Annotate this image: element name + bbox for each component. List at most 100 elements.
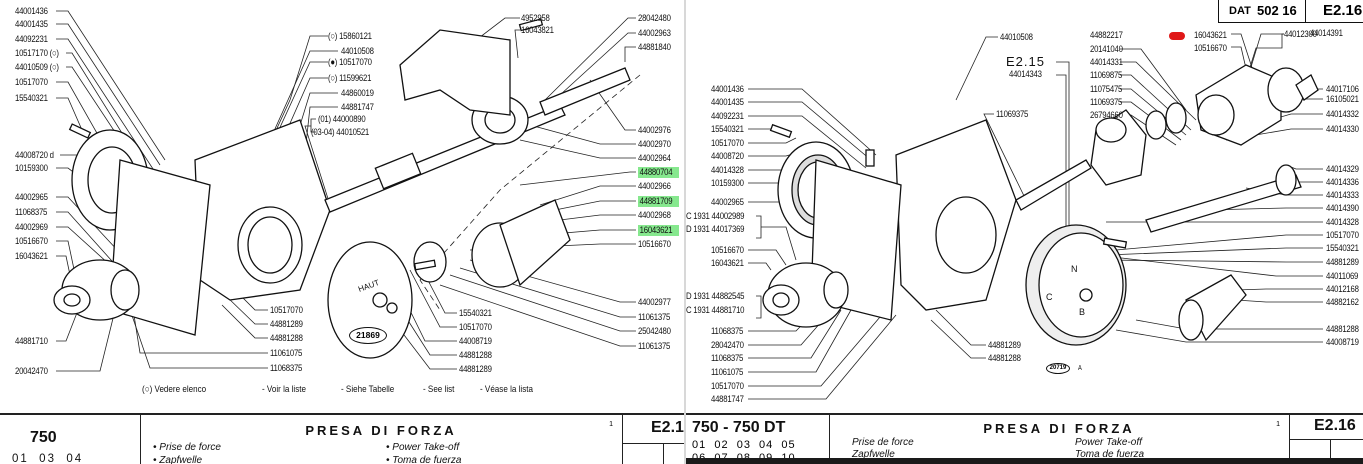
part-number-label: 44001436 (15, 6, 48, 17)
part-number-label: 11069375 (996, 109, 1029, 120)
section-code: E2.1 (651, 419, 684, 436)
subtitle-en: • Power Take-off (386, 442, 460, 453)
cover-letter-c: C (1046, 292, 1053, 302)
part-number-label: 44881289 (988, 340, 1021, 351)
note-de: - Siehe Tabelle (341, 384, 395, 395)
part-number-label: D 1931 44882545 (686, 291, 745, 302)
part-number-label: 11069375 (1090, 97, 1123, 108)
part-number-label: 44014331 (1090, 57, 1123, 68)
part-number-label: 44882162 (1326, 297, 1359, 308)
figure-suffix: A (1078, 365, 1082, 372)
exploded-diagram-left: HAUT (53, 10, 641, 372)
part-number-label: 10517070 (459, 322, 492, 333)
part-number-label: 44881288 (459, 350, 492, 361)
section-title: PRESA DI FORZA (983, 421, 1135, 436)
figure-number: 21869 (349, 327, 387, 344)
figure-number: 20719 (1046, 363, 1070, 374)
part-number-label: 44008719 (1326, 337, 1359, 348)
part-number-label: 10517070 (15, 77, 48, 88)
dat-label: DAT (1229, 5, 1251, 17)
part-number-label: 44002976 (638, 125, 671, 136)
part-number-label: 10516670 (1194, 43, 1227, 54)
part-number-label: 44014329 (1326, 164, 1359, 175)
part-number-label: 10517070 (1326, 230, 1359, 241)
part-number-label: 10517070 (711, 381, 744, 392)
note-es: - Véase la lista (480, 384, 533, 395)
part-number-label: 44002968 (638, 210, 671, 221)
note-en: - See list (423, 384, 455, 395)
part-number-label: 15540321 (15, 93, 48, 104)
part-number-label: 11061375 (638, 312, 671, 323)
part-number-label: 25042480 (638, 326, 671, 337)
part-number-label: 44014328 (711, 165, 744, 176)
part-number-label: 16105021 (1326, 94, 1359, 105)
part-number-label: 11068375 (270, 363, 303, 374)
part-number-label: 20141040 (1090, 44, 1123, 55)
section-title: PRESA DI FORZA (305, 423, 457, 438)
part-number-label: 44017106 (1326, 84, 1359, 95)
subtitle-es: Toma de fuerza (1075, 449, 1145, 460)
part-number-label: 44092231 (711, 111, 744, 122)
note-it: (○) Vedere elenco (142, 384, 207, 395)
part-number-label: 44002970 (638, 139, 671, 150)
part-number-label: 44002966 (638, 181, 671, 192)
part-number-label: 44881288 (988, 353, 1021, 364)
part-number-label: 44008720 d (15, 150, 54, 161)
part-number-label: 44881289 (459, 364, 492, 375)
section-code: E2.16 (1314, 417, 1356, 434)
part-number-label: 15540321 (459, 308, 492, 319)
part-number-label: 44002977 (638, 297, 671, 308)
part-number-label: 44001435 (15, 19, 48, 30)
part-number-label: (○) 11599621 (328, 73, 372, 84)
part-number-label: 15540321 (1326, 243, 1359, 254)
part-number-label: 10159300 (711, 178, 744, 189)
part-number-label: 11061375 (638, 341, 671, 352)
header-box: DAT 502 16 E2.16 (1218, 0, 1363, 23)
part-number-label: 16043821 (521, 25, 554, 36)
page-marker: 1 (609, 421, 613, 428)
subtitle-de: Zapfwelle (852, 449, 895, 460)
parts-page-right: DAT 502 16 E2.16 (686, 0, 1363, 464)
title-block-left: 750 01 03 04 PRESA DI FORZA • Prise de f… (0, 413, 684, 464)
part-number-label: C 1931 44002989 (686, 211, 745, 222)
part-number-label: 44881710 (15, 336, 48, 347)
part-number-label: 44092231 (15, 34, 48, 45)
part-number-label: 11075475 (1090, 84, 1123, 95)
bottom-bar (686, 458, 1363, 464)
part-number-label: 44014328 (1326, 217, 1359, 228)
part-number-label: 44881709 (638, 196, 679, 207)
part-number-label: 10516670 (711, 245, 744, 256)
part-number-label: 44881288 (1326, 324, 1359, 335)
part-number-label: 44881747 (341, 102, 374, 113)
part-number-label: 11061075 (270, 348, 303, 359)
part-number-label: 44001436 (711, 84, 744, 95)
part-number-label: 44881288 (270, 333, 303, 344)
part-number-label: 44002965 (15, 192, 48, 203)
part-number-label: (03-04) 44010521 (311, 127, 370, 138)
part-number-label: 44011069 (1326, 271, 1359, 282)
part-number-label: 44014330 (1326, 124, 1359, 135)
part-number-label: 28042480 (638, 13, 671, 24)
part-number-label: 44012168 (1326, 284, 1359, 295)
part-number-label: 44001435 (711, 97, 744, 108)
part-number-label: 44881289 (270, 319, 303, 330)
part-number-label: 15540321 (711, 124, 744, 135)
part-number-label: 44860019 (341, 88, 374, 99)
exploded-diagram-right: N B C (748, 33, 1323, 400)
part-number-label: (○) 15860121 (328, 31, 372, 42)
part-number-label: 11061075 (711, 367, 744, 378)
part-number-label: 44882217 (1090, 30, 1123, 41)
page-marker: 1 (1276, 421, 1280, 428)
part-number-label: 44014343 (1009, 69, 1042, 80)
model-codes: 01 03 04 (12, 453, 84, 464)
part-number-label: 10517170 (○) (15, 48, 59, 59)
title-block-right: 750 - 750 DT 01 02 03 04 05 06 07 08 09 … (686, 413, 1363, 464)
part-number-label: 44014336 (1326, 177, 1359, 188)
part-number-label: 44002965 (711, 197, 744, 208)
part-number-label: 4952958 (521, 13, 550, 24)
page-divider (684, 0, 686, 464)
part-number-label: 44010509 (○) (15, 62, 59, 73)
part-number-label: 44008719 (459, 336, 492, 347)
part-number-label: C 1931 44881710 (686, 305, 745, 316)
part-number-label: 10516670 (15, 236, 48, 247)
